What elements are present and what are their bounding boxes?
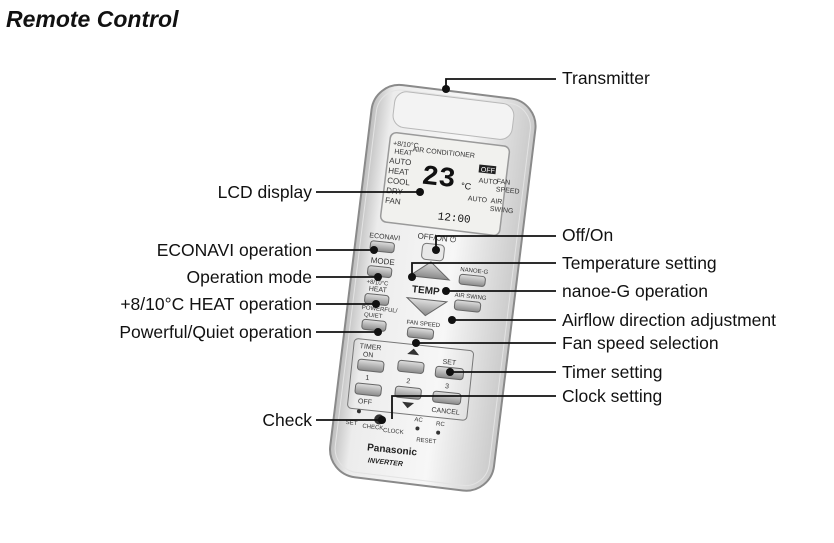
lcd-mode-2: AUTO	[389, 156, 412, 167]
timer-cancel-button	[432, 390, 462, 405]
btn-powerful-label-1: QUIET	[364, 312, 383, 320]
callout-heat: +8/10°C HEAT operation	[120, 294, 312, 314]
timer-on-button	[357, 358, 385, 373]
timer-cancel-label: CANCEL	[431, 407, 460, 417]
airswing-button	[453, 299, 482, 313]
bottom-rc-label: RC	[436, 421, 446, 428]
callout-nanoe: nanoe-G operation	[562, 281, 708, 301]
callout-lcd-display: LCD display	[217, 182, 312, 202]
bottom-ac-label: AC	[414, 417, 424, 424]
callout-temperature: Temperature setting	[562, 253, 717, 273]
timer-off-label: OFF	[358, 398, 373, 406]
bottom-clock-label: CLOCK	[383, 428, 404, 436]
brand-logo: Panasonic	[367, 442, 418, 458]
nanoe-button	[458, 273, 486, 287]
callout-off-on: Off/On	[562, 225, 614, 245]
callout-fan-speed: Fan speed selection	[562, 333, 719, 353]
lcd-auto-1: AUTO	[478, 178, 498, 187]
btn-temp-label: TEMP	[411, 284, 440, 298]
btn-offon-label: OFF/ON ⏻	[417, 231, 457, 244]
lcd-air-swing-1: SWING	[489, 206, 513, 215]
callout-powerful-quiet: Powerful/Quiet operation	[119, 322, 312, 342]
powerful-quiet-button	[361, 318, 387, 332]
lcd-fan-speed-0: FAN	[496, 178, 510, 186]
lcd-mode-4: COOL	[387, 176, 411, 187]
temp-down-button	[405, 296, 449, 317]
callout-clock: Clock setting	[562, 386, 663, 406]
btn-mode-label: MODE	[370, 256, 395, 267]
timer-set-label: SET	[442, 359, 457, 367]
btn-heat-label-0: +8/10°C	[366, 279, 389, 287]
callout-transmitter: Transmitter	[562, 68, 650, 88]
callout-dots	[370, 85, 456, 424]
btn-powerful-label-0: POWERFUL/	[361, 305, 397, 315]
timer-down-button	[394, 385, 422, 400]
lcd-auto-2: AUTO	[467, 195, 487, 204]
timer-label: TIMER	[359, 343, 381, 352]
btn-airswing-label: AIR SWING	[454, 293, 487, 302]
timer-n1: 1	[365, 375, 370, 382]
page-title: Remote Control	[6, 6, 179, 32]
btn-heat-label-1: HEAT	[368, 286, 388, 295]
bottom-check-label: CHECK	[362, 424, 384, 432]
timer-off-button	[354, 382, 382, 397]
inverter-logo: INVERTER	[367, 457, 403, 468]
lcd-temperature: 23	[420, 162, 457, 196]
lcd-mode-3: HEAT	[388, 166, 410, 177]
bottom-reset-label: RESET	[416, 437, 437, 445]
lcd-fan-speed-1: SPEED	[495, 186, 519, 195]
lcd-air-swing-0: AIR	[490, 198, 502, 206]
callout-timer: Timer setting	[562, 362, 663, 382]
lcd-unit: °C	[461, 181, 473, 192]
lcd-off: OFF	[480, 167, 495, 175]
timer-n2: 2	[406, 378, 411, 385]
btn-nanoe-label: NANOE-G	[460, 267, 489, 276]
lcd-clock: 12:00	[437, 211, 471, 226]
lcd-mode-0: +8/10°C	[393, 139, 419, 150]
callout-econavi: ECONAVI operation	[156, 240, 312, 260]
btn-fanspeed-label: FAN SPEED	[406, 320, 441, 330]
lcd-screen	[379, 132, 511, 237]
btn-econavi-label: ECONAVI	[369, 232, 401, 242]
temp-up-button	[407, 261, 451, 281]
lcd-mode-1: HEAT	[394, 149, 414, 158]
timer-n3: 3	[445, 383, 450, 390]
callout-airflow: Airflow direction adjustment	[562, 310, 776, 330]
timer-on-label: ON	[362, 351, 373, 359]
bottom-set-label: SET	[345, 420, 358, 427]
timer-up-button	[397, 359, 425, 374]
callout-check: Check	[262, 410, 312, 430]
fan-speed-button	[406, 326, 435, 340]
callout-operation-mode: Operation mode	[186, 267, 313, 287]
lcd-mode-6: FAN	[385, 196, 402, 207]
